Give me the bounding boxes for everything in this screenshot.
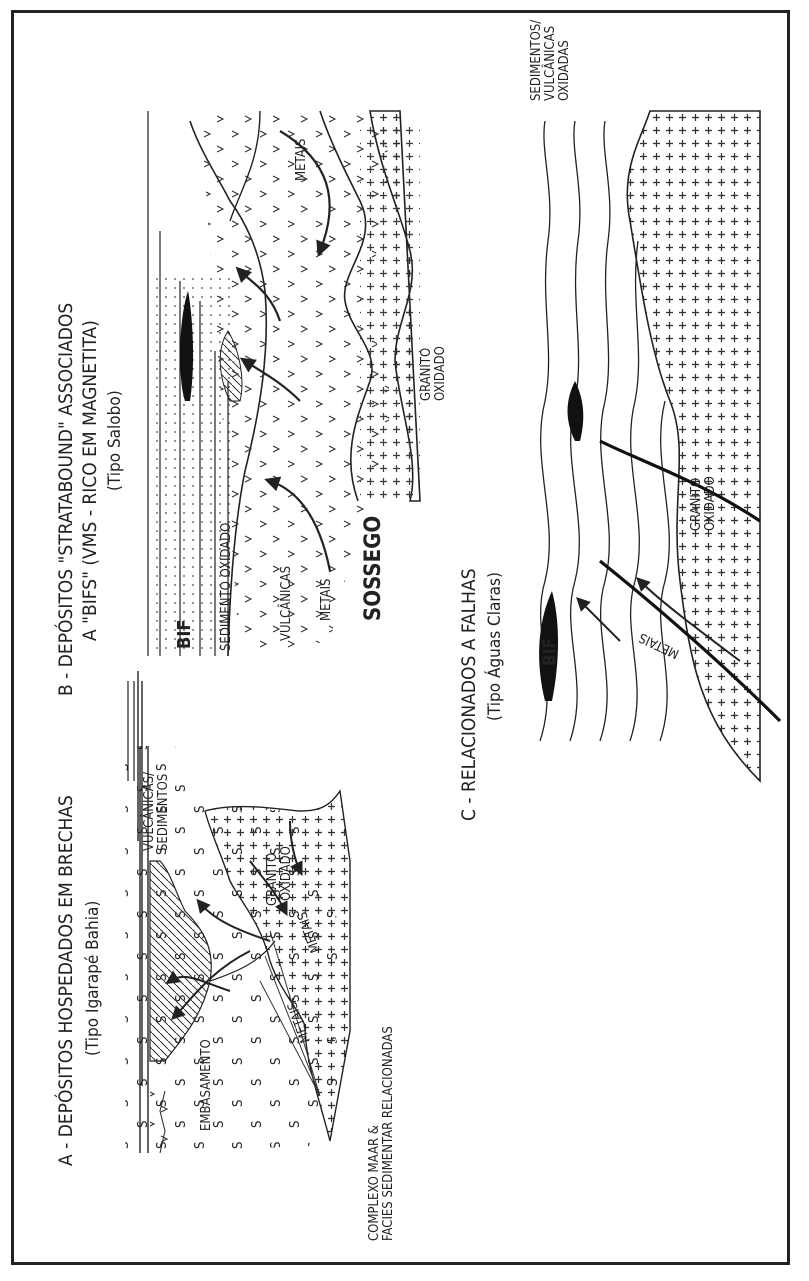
- panel-b-title-2: A "BIFS" (VMS - RICO EM MAGNETITA): [79, 320, 101, 641]
- label-b-vulcanicas: VULCÂNICAS: [278, 566, 294, 641]
- panel-a-subtitle: (Tipo Igarapé Bahia): [83, 901, 103, 1056]
- label-c-oxidado: OXIDADO: [703, 476, 718, 531]
- label-embasamento: EMBASAMENTO: [199, 1039, 214, 1131]
- c-ore-2: [568, 381, 584, 441]
- label-c-bif: BIF: [540, 638, 560, 666]
- label-vulcanicas: VULCÂNICAS/: [141, 772, 157, 851]
- arrow-c2: [580, 601, 620, 641]
- panel-b: B - DEPÓSITOS "STRATABOUND" ASSOCIADOS A…: [53, 111, 448, 696]
- label-b-oxidado: OXIDADO: [433, 346, 448, 401]
- panel-a-title: A - DEPÓSITOS HOSPEDADOS EM BRECHAS: [53, 795, 77, 1166]
- label-b-sossego: SOSSEGO: [361, 516, 386, 621]
- label-c-sed-2: VULCÂNICAS: [542, 26, 558, 101]
- label-b-sedimento: SEDIMENTO OXIDADO: [219, 523, 234, 651]
- label-complexo-1: COMPLEXO MAAR &: [367, 1125, 382, 1241]
- panel-c-title: C - RELACIONADOS A FALHAS: [458, 568, 480, 821]
- label-c-metais: METAIS: [637, 629, 682, 661]
- label-c-sed-1: SEDIMENTOS/: [529, 20, 544, 101]
- label-oxidado: OXIDADO: [279, 846, 294, 901]
- panel-b-title: B - DEPÓSITOS "STRATABOUND" ASSOCIADOS: [53, 303, 77, 696]
- panel-a: A - DEPÓSITOS HOSPEDADOS EM BRECHAS (Tip…: [53, 671, 396, 1241]
- label-granito: GRANITO: [265, 853, 280, 906]
- label-c-granito: GRANITO: [689, 478, 704, 531]
- label-complexo-2: FACIES SEDIMENTAR RELACIONADAS: [381, 1026, 396, 1241]
- label-sedimentos: SEDIMENTOS: [156, 774, 171, 851]
- panel-c: C - RELACIONADOS A FALHAS (Tipo Águas Cl…: [458, 20, 780, 821]
- label-b-granito: GRANITO: [419, 348, 434, 401]
- panel-c-subtitle: (Tipo Águas Claras): [483, 572, 505, 721]
- label-b-metais-left: METAIS: [319, 579, 334, 622]
- label-b-metais-right: METAIS: [294, 139, 309, 182]
- panel-b-subtitle: (Tipo Salobo): [105, 390, 125, 491]
- label-b-bif: BIF: [174, 620, 195, 649]
- label-c-sed-3: OXIDADAS: [557, 40, 572, 101]
